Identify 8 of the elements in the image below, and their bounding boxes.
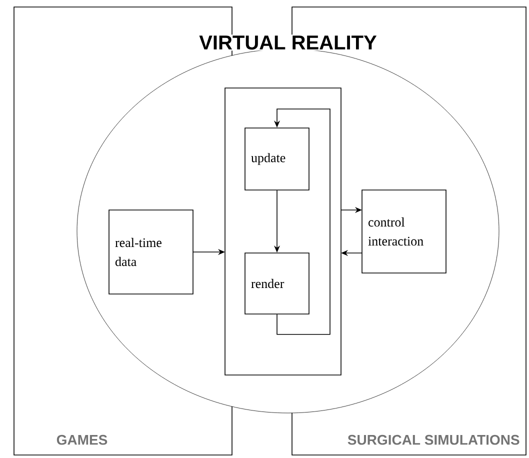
panel-label: GAMES [56, 434, 108, 445]
panel-label: SURGICAL SIMULATIONS [348, 434, 520, 445]
process-box: render [244, 252, 310, 314]
loop-box [224, 88, 342, 376]
process-box: update [244, 128, 310, 190]
process-box: real-time data [108, 210, 194, 294]
heading: VIRTUAL REALITY [198, 34, 378, 51]
process-box: control interaction [362, 190, 446, 274]
